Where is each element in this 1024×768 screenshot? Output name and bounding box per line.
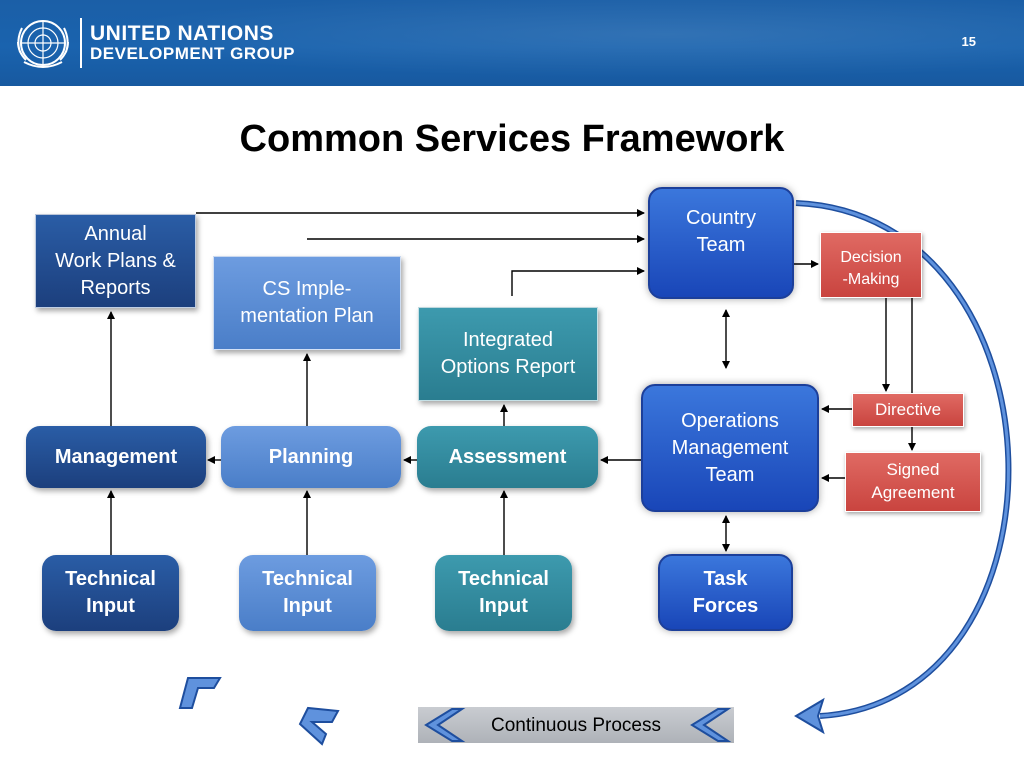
chevron-left-lower-icon bbox=[298, 706, 340, 746]
country-team-box: Country Team bbox=[648, 187, 794, 299]
planning-box: Planning bbox=[221, 426, 401, 488]
operations-line3: Team bbox=[705, 463, 755, 486]
tech1-line1: Technical bbox=[65, 568, 156, 590]
chevron-left-icon bbox=[690, 708, 732, 742]
technical-input-box-3: Technical Input bbox=[435, 555, 572, 631]
integrated-line2: Options Report bbox=[440, 356, 576, 378]
chevron-left-upper-icon bbox=[178, 677, 222, 709]
decision-making-box: Decision -Making bbox=[820, 232, 922, 298]
directive-box: Directive bbox=[852, 393, 964, 427]
task-forces-box: Task Forces bbox=[658, 554, 793, 631]
integrated-options-report-box: Integrated Options Report bbox=[418, 307, 598, 401]
tech2-line1: Technical bbox=[262, 568, 353, 590]
continuous-arc-arrowhead bbox=[794, 697, 825, 735]
decision-line2: -Making bbox=[842, 270, 900, 288]
task-line2: Forces bbox=[692, 594, 759, 617]
operations-line1: Operations bbox=[681, 409, 779, 432]
integrated-line1: Integrated bbox=[462, 329, 554, 351]
annual-line3: Reports bbox=[80, 276, 151, 299]
cs-impl-line1: CS Imple- bbox=[262, 278, 352, 300]
assessment-box: Assessment bbox=[417, 426, 598, 488]
assessment-label: Assessment bbox=[448, 445, 567, 468]
annual-work-plans-box: Annual Work Plans & Reports bbox=[35, 214, 196, 308]
arrow-integrated-to-country bbox=[511, 267, 645, 296]
decision-line1: Decision bbox=[840, 249, 902, 266]
tech3-line2: Input bbox=[479, 595, 528, 617]
annual-line1: Annual bbox=[84, 222, 147, 245]
continuous-process-label: Continuous Process bbox=[490, 715, 662, 736]
planning-label: Planning bbox=[268, 445, 354, 468]
tech1-line2: Input bbox=[86, 595, 135, 617]
management-box: Management bbox=[26, 426, 206, 488]
continuous-process-bar: Continuous Process bbox=[418, 707, 734, 743]
country-line1: Country bbox=[685, 207, 757, 229]
signed-line1: Signed bbox=[886, 460, 940, 480]
tech2-line2: Input bbox=[283, 595, 332, 617]
operations-line2: Management bbox=[671, 436, 789, 459]
management-label: Management bbox=[54, 445, 178, 468]
cs-implementation-plan-box: CS Imple- mentation Plan bbox=[213, 256, 401, 350]
cs-impl-line2: mentation Plan bbox=[240, 305, 374, 327]
task-line1: Task bbox=[703, 567, 748, 590]
signed-line2: Agreement bbox=[871, 483, 955, 502]
tech3-line1: Technical bbox=[458, 568, 549, 590]
chevron-left-icon bbox=[424, 708, 466, 742]
annual-line2: Work Plans & bbox=[55, 249, 176, 272]
operations-management-team-box: Operations Management Team bbox=[641, 384, 819, 512]
directive-label: Directive bbox=[874, 399, 942, 419]
technical-input-box-2: Technical Input bbox=[239, 555, 376, 631]
country-line2: Team bbox=[696, 234, 746, 256]
header-banner: UNITED NATIONS DEVELOPMENT GROUP 15 bbox=[0, 0, 1024, 86]
signed-agreement-box: Signed Agreement bbox=[845, 452, 981, 512]
technical-input-box-1: Technical Input bbox=[42, 555, 179, 631]
slide-title: Common Services Framework bbox=[239, 118, 785, 160]
